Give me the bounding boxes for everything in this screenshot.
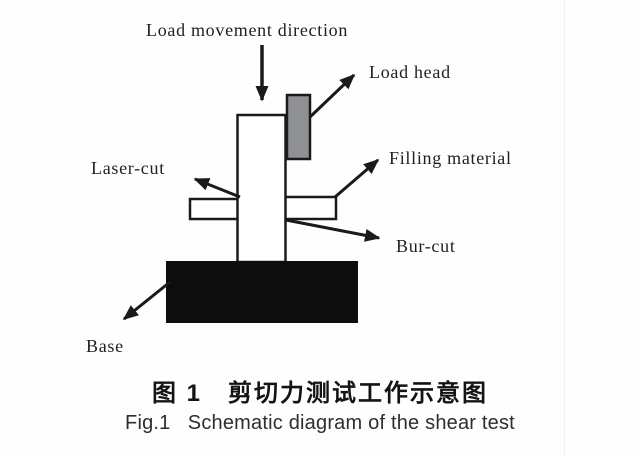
specimen-column: [236, 113, 287, 264]
base-block: [166, 261, 358, 323]
base-label: Base: [86, 336, 124, 356]
filling-bar-right: [283, 195, 338, 221]
scan-edge-line: [564, 0, 565, 455]
bur-cut-arrow: [285, 218, 381, 242]
filling-bar-left: [188, 197, 240, 221]
bur-cut-label: Bur-cut: [396, 236, 456, 256]
laser-cut-label: Laser-cut: [91, 158, 165, 178]
filling-material-label: Filling material: [389, 148, 512, 168]
laser-cut-arrow: [193, 177, 241, 199]
figure-caption-chinese: 图 1 剪切力测试工作示意图: [151, 380, 489, 407]
load-head-label: Load head: [369, 62, 451, 82]
base-arrow: [122, 280, 171, 321]
filling-material-arrow: [334, 158, 380, 199]
load-head-block: [285, 93, 312, 161]
load-head-arrow: [308, 73, 356, 119]
figure-caption-english: Fig.1 Schematic diagram of the shear tes…: [125, 412, 515, 434]
load-movement-direction-label: Load movement direction: [146, 20, 349, 40]
